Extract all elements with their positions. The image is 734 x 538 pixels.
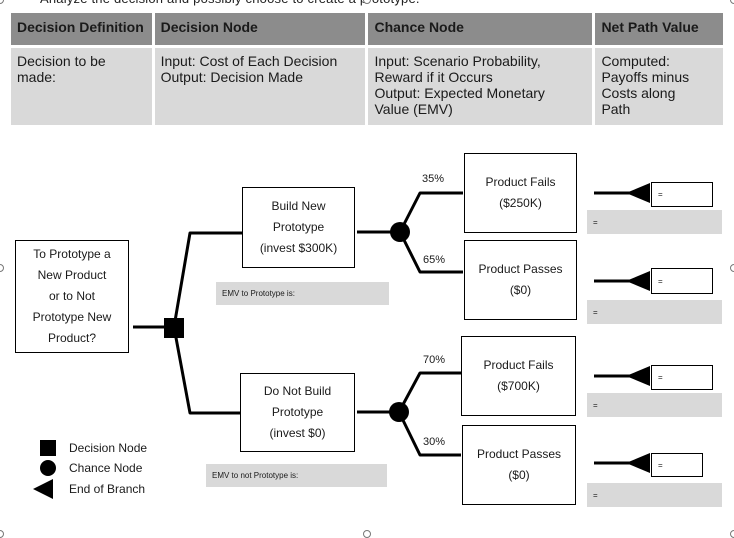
outcome-box: Product Passes ($0) [462, 425, 576, 505]
resize-handle-right[interactable] [730, 264, 734, 272]
root-line: New Product [37, 268, 107, 282]
header-net-path-value: Net Path Value [595, 13, 723, 45]
outcome-box: Product Fails ($700K) [461, 336, 576, 416]
cell-line: Input: Cost of Each Decision [160, 53, 338, 69]
outcome-box: Product Fails ($250K) [464, 153, 577, 233]
build-line: Prototype [272, 220, 325, 234]
legend-decision-square-icon [40, 440, 56, 456]
cell-chance-node: Input: Scenario Probability, Reward if i… [368, 48, 593, 125]
legend-end-triangle-icon [33, 479, 53, 499]
legend-decision-label: Decision Node [69, 441, 148, 455]
not-build-line: Do Not Build [263, 384, 332, 398]
payoff-input[interactable]: = [651, 182, 713, 207]
probability-label: 35% [422, 173, 445, 185]
header-decision-definition: Decision Definition [11, 13, 152, 45]
cell-line: Output: Expected Monetary [374, 85, 545, 101]
cell-line: Decision to be [17, 53, 106, 69]
chance-node-circle [389, 402, 409, 422]
payoff-input[interactable]: = [651, 268, 713, 294]
cell-decision-definition: Decision to be made: [11, 48, 152, 125]
net-path-value-field[interactable]: = [587, 393, 722, 417]
not-build-line: (invest $0) [269, 426, 326, 440]
legend-chance-circle-icon [40, 460, 56, 476]
legend-end-label: End of Branch [69, 482, 146, 496]
branch-70 [397, 371, 461, 413]
build-line: Build New [271, 199, 326, 213]
not-build-line: Prototype [271, 405, 324, 419]
resize-handle-top-right[interactable] [730, 0, 734, 4]
outcome-line: Product Passes [478, 262, 563, 276]
cell-line: Input: Scenario Probability, [374, 53, 541, 69]
outcome-line: Product Fails [483, 358, 554, 372]
root-line: or to Not [48, 289, 95, 303]
header-decision-node: Decision Node [154, 13, 366, 45]
probability-label: 70% [423, 354, 446, 366]
outcome-line: Product Fails [485, 175, 556, 189]
build-line: (invest $300K) [259, 241, 338, 255]
probability-label: 65% [423, 254, 446, 266]
build-prototype-box: Build New Prototype (invest $300K) [242, 187, 355, 268]
outcome-line: ($0) [509, 283, 532, 297]
outcome-line: ($700K) [497, 379, 540, 393]
chance-node-circle [390, 222, 410, 242]
outcome-line: Product Passes [476, 447, 562, 461]
cell-line: Payoffs minus [601, 69, 690, 85]
root-line: Product? [47, 331, 96, 345]
net-path-value-field[interactable]: = [587, 483, 722, 507]
outcome-box: Product Passes ($0) [464, 240, 577, 320]
cell-line: Costs along [601, 85, 676, 101]
cell-line: Reward if it Occurs [374, 69, 493, 85]
table-row: Decision to be made: Input: Cost of Each… [11, 48, 723, 125]
net-path-value-field[interactable]: = [587, 300, 722, 324]
cell-line: Value (EMV) [374, 101, 453, 117]
branch-not-build [172, 326, 241, 415]
net-path-value-field[interactable]: = [587, 210, 722, 234]
end-triangle [626, 453, 650, 473]
root-line: Prototype New [32, 310, 112, 324]
branch-build [172, 231, 243, 328]
branch-30 [397, 411, 461, 457]
branch-65 [398, 231, 463, 274]
legend-chance-label: Chance Node [69, 461, 143, 475]
clipped-top-text: Analyze the decision and possibly choose… [0, 0, 734, 10]
root-line: To Prototype a [33, 247, 111, 261]
root-decision-box: To Prototype a New Product or to Not Pro… [15, 240, 129, 353]
cell-line: Computed: [601, 53, 670, 69]
definition-table: Decision Definition Decision Node Chance… [8, 10, 726, 128]
header-chance-node: Chance Node [368, 13, 593, 45]
payoff-input[interactable]: = [651, 365, 713, 390]
end-triangle [626, 366, 650, 386]
table-header-row: Decision Definition Decision Node Chance… [11, 13, 723, 45]
cell-line: Output: Decision Made [160, 69, 303, 85]
probability-label: 30% [423, 436, 446, 448]
cell-line: Path [601, 101, 631, 117]
outcome-line: ($0) [508, 468, 530, 482]
emv-not-prototype-field[interactable]: EMV to not Prototype is: [206, 464, 387, 487]
outcome-line: ($250K) [499, 196, 542, 210]
payoff-input[interactable]: = [651, 453, 703, 477]
decision-node-square [164, 318, 184, 338]
cell-decision-node: Input: Cost of Each Decision Output: Dec… [154, 48, 366, 125]
cell-net-path-value: Computed: Payoffs minus Costs along Path [595, 48, 723, 125]
end-triangle [626, 183, 650, 203]
branch-35 [398, 191, 463, 233]
cell-line: made: [17, 69, 56, 85]
end-triangle [626, 271, 650, 291]
emv-prototype-field[interactable]: EMV to Prototype is: [216, 282, 389, 305]
not-build-prototype-box: Do Not Build Prototype (invest $0) [240, 373, 355, 452]
